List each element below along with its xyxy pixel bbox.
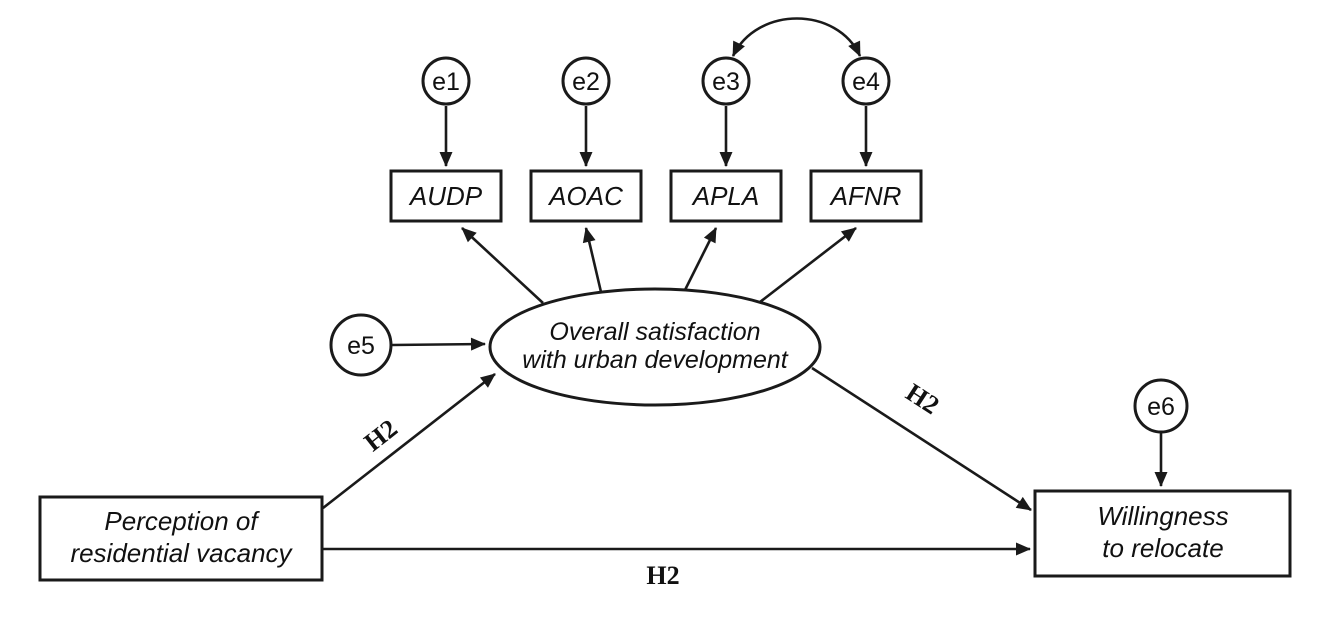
loading-latent-to-apla <box>683 227 718 291</box>
loading-latent-to-aoac <box>582 227 603 293</box>
indicator-label-aoac: AOAC <box>547 181 623 211</box>
path-e5-to-latent <box>391 337 486 351</box>
error-label-e4: e4 <box>852 68 880 96</box>
outcome-label-line2: to relocate <box>1102 533 1223 563</box>
path-predictor-to-latent <box>322 372 496 510</box>
outcome-box-willingness <box>1033 489 1292 578</box>
error-node-e1 <box>421 56 471 106</box>
error-label-e3: e3 <box>712 68 740 96</box>
error-label-e2: e2 <box>572 68 600 96</box>
path-label-h2-indirect-b: H2 <box>901 378 945 420</box>
predictor-box-perception <box>38 495 324 582</box>
outcome-label-line1: Willingness <box>1097 501 1228 531</box>
error-node-e2 <box>561 56 611 106</box>
latent-ellipse-overall-satisfaction <box>488 287 822 407</box>
predictor-label-line2: residential vacancy <box>70 538 293 568</box>
latent-label-line2: with urban development <box>522 346 788 374</box>
latent-label-line1: Overall satisfaction <box>549 318 760 346</box>
error-label-e1: e1 <box>432 68 460 96</box>
indicator-label-afnr: AFNR <box>829 181 902 211</box>
indicator-box-audp <box>389 169 503 223</box>
error-node-e5 <box>329 313 393 377</box>
path-latent-to-outcome <box>811 366 1032 512</box>
path-label-h2-direct: H2 <box>646 561 679 590</box>
indicator-label-apla: APLA <box>691 181 760 211</box>
error-label-e6: e6 <box>1147 393 1175 421</box>
indicator-box-afnr <box>809 169 923 223</box>
covariance-arc-e3-e4 <box>731 17 862 57</box>
error-node-e3 <box>701 56 751 106</box>
predictor-label-line1: Perception of <box>104 506 260 536</box>
indicator-box-aoac <box>529 169 643 223</box>
error-label-e5: e5 <box>347 332 375 360</box>
loading-latent-to-audp <box>461 227 544 304</box>
indicator-label-audp: AUDP <box>408 181 483 211</box>
loading-latent-to-afnr <box>759 226 857 304</box>
error-node-e6 <box>1133 378 1189 434</box>
error-node-e4 <box>841 56 891 106</box>
indicator-box-apla <box>669 169 783 223</box>
